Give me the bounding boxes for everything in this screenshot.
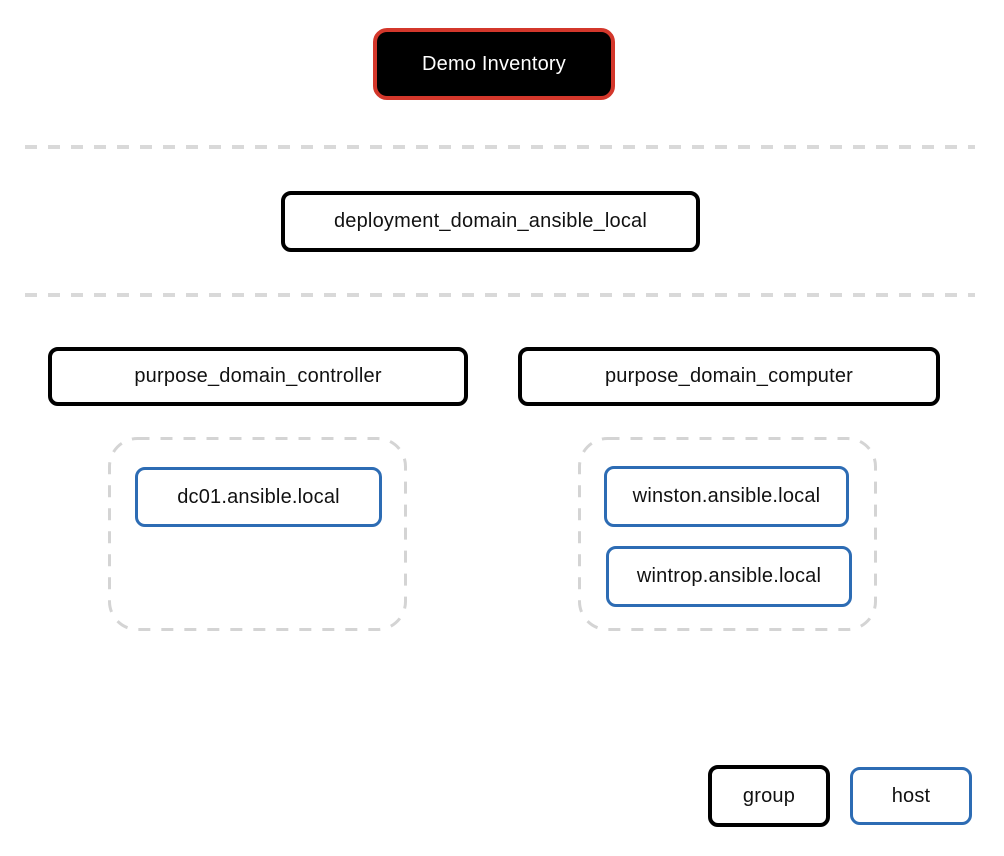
host-node-wintrop: wintrop.ansible.local bbox=[606, 546, 852, 607]
purpose-computer-group-label: purpose_domain_computer bbox=[604, 365, 854, 387]
host-label-dc01: dc01.ansible.local bbox=[177, 485, 340, 508]
purpose-computer-group-node: purpose_domain_computer bbox=[518, 347, 940, 406]
controller-hosts-container: dc01.ansible.local bbox=[108, 437, 407, 631]
inventory-root-label: Demo Inventory bbox=[422, 52, 566, 75]
legend-host-swatch: host bbox=[850, 767, 972, 825]
legend-group-label: group bbox=[742, 784, 796, 807]
deployment-group-label: deployment_domain_ansible_local bbox=[333, 210, 648, 232]
purpose-controller-group-node: purpose_domain_controller bbox=[48, 347, 468, 406]
computer-hosts-container: winston.ansible.local wintrop.ansible.lo… bbox=[578, 437, 877, 631]
host-label-winston: winston.ansible.local bbox=[632, 485, 821, 507]
host-label-wintrop: wintrop.ansible.local bbox=[636, 565, 822, 587]
host-node-dc01: dc01.ansible.local bbox=[135, 467, 382, 527]
legend-host-label: host bbox=[891, 784, 931, 807]
separator-dashed-line-bottom bbox=[25, 293, 975, 297]
deployment-group-node: deployment_domain_ansible_local bbox=[281, 191, 700, 252]
dashed-container-outline bbox=[578, 437, 877, 631]
legend-group-swatch: group bbox=[708, 765, 830, 827]
separator-dashed-line-top bbox=[25, 145, 975, 149]
purpose-controller-group-label: purpose_domain_controller bbox=[134, 365, 382, 387]
host-node-winston: winston.ansible.local bbox=[604, 466, 849, 527]
inventory-root-node: Demo Inventory bbox=[373, 28, 615, 100]
dashed-container-outline bbox=[108, 437, 407, 631]
